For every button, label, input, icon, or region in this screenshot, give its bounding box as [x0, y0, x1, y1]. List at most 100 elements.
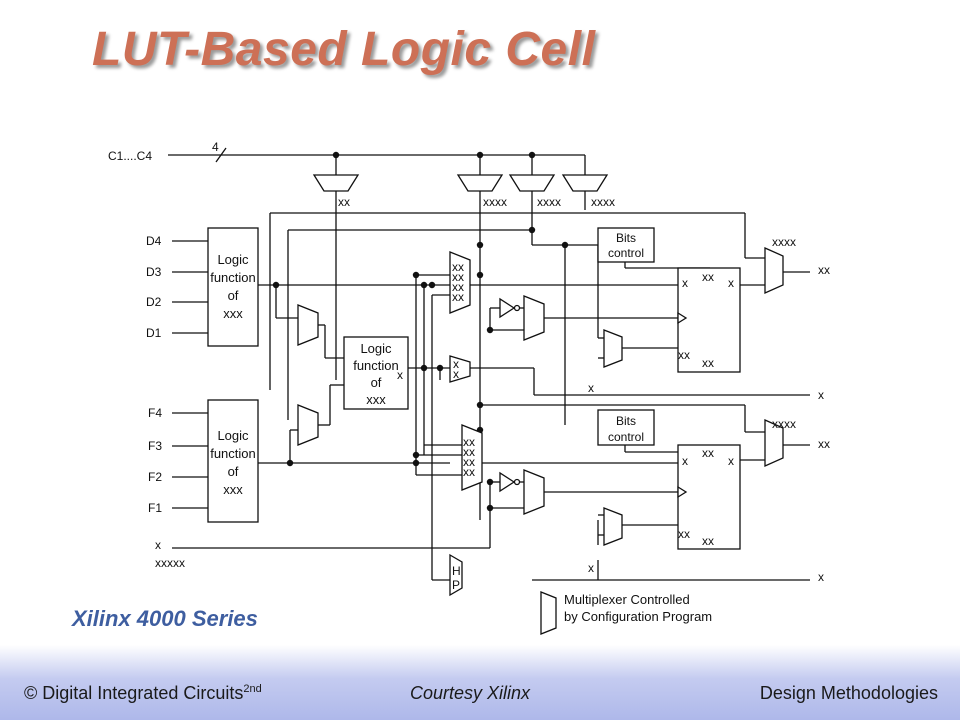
ff-top-bottom-left: xx: [678, 348, 690, 362]
clock-triangle-top: [677, 311, 688, 325]
lut-top-label-4: xxx: [223, 306, 243, 321]
lut-top-label-1: Logic: [217, 252, 249, 267]
flip-flop-bottom: [677, 444, 741, 550]
ff-top-right: x: [728, 276, 734, 290]
lut-mid-label-3: of: [371, 375, 382, 390]
lut-mid-label-1: Logic: [360, 341, 392, 356]
mux-stack-top-4: xx: [452, 290, 464, 304]
bits-control-bottom-2: control: [608, 430, 644, 444]
lut-bottom-label-1: Logic: [217, 428, 249, 443]
hp-label-h: H: [452, 564, 461, 578]
lut-mid-label-4: xxx: [366, 392, 386, 407]
mux-stack-bot-4: xx: [463, 465, 475, 479]
lut-mid-box: [343, 336, 409, 410]
input-d1: D1: [146, 326, 162, 340]
input-d3: D3: [146, 265, 162, 279]
lut-top-label-3: of: [228, 288, 239, 303]
footer-copyright: © Digital Integrated Circuits2nd: [24, 683, 262, 704]
mux-stack-mid-1: x: [453, 357, 459, 371]
mux-stack-top-3: xx: [452, 280, 464, 294]
mux-stack-top: [449, 251, 471, 314]
x-output-1: x: [818, 388, 824, 402]
lut-top-box: [207, 227, 259, 347]
lut-bottom-label-2: function: [210, 446, 256, 461]
mux-ff-top-in: [523, 295, 545, 341]
bits-control-bottom-1: Bits: [616, 414, 636, 428]
mux-ff-bottom-in: [523, 469, 545, 515]
col-mux-label-4: xxxx: [591, 195, 615, 209]
mux-stack-mid-2: x: [453, 367, 459, 381]
mux-x-label-1: x: [588, 381, 594, 395]
mux-lut-top: [297, 304, 319, 346]
ff-bot-bottom-left: xx: [678, 527, 690, 541]
lut-bottom-label-4: xxx: [223, 482, 243, 497]
multiplexers: [297, 174, 784, 635]
ff-bot-left: x: [682, 454, 688, 468]
col-mux-label-1: xx: [338, 195, 350, 209]
input-d4: D4: [146, 234, 162, 248]
bus-label: C1....C4: [108, 149, 152, 163]
input-f2: F2: [148, 470, 162, 484]
mux-stack-mid: [449, 355, 471, 383]
lut-mid-input-label: x: [397, 368, 403, 382]
output-bot-right: xx: [818, 437, 830, 451]
bus-width-label: 4: [212, 140, 219, 154]
footer-topic: Design Methodologies: [759, 683, 938, 703]
bits-control-top-1: Bits: [616, 231, 636, 245]
blocks: [207, 227, 741, 550]
flip-flop-top: [677, 267, 741, 373]
mux-stack-top-2: xx: [452, 270, 464, 284]
mux-ff-top-reset: [603, 329, 623, 368]
bits-control-top-2: control: [608, 246, 644, 260]
junction-dots: [272, 151, 569, 512]
inverters: [499, 297, 688, 499]
lut-mid-label-2: function: [353, 358, 399, 373]
clock-triangle-bottom: [677, 485, 688, 499]
bottom-in-1: x: [155, 538, 161, 552]
ff-top-top: xx: [702, 270, 714, 284]
lut-bottom-box: [207, 399, 259, 523]
column-mux-3: [508, 174, 556, 192]
input-f3: F3: [148, 439, 162, 453]
x-output-2: x: [818, 570, 824, 584]
inverter-top: [499, 297, 516, 319]
ff-bot-bottom-right: xx: [702, 534, 714, 548]
col-mux-label-2: xxxx: [483, 195, 507, 209]
slide-title: LUT-Based Logic Cell: [92, 23, 596, 76]
input-f1: F1: [148, 501, 162, 515]
bits-control-bottom-box: [597, 409, 655, 446]
column-mux-2: [456, 174, 504, 192]
footer-courtesy: Courtesy Xilinx: [410, 683, 531, 703]
legend-mux-symbol: [540, 591, 557, 635]
lut-bottom-label-3: of: [228, 464, 239, 479]
mux-out-top: [764, 246, 784, 295]
lut-top-label-2: function: [210, 270, 256, 285]
input-d2: D2: [146, 295, 162, 309]
inverter-bottom: [499, 471, 516, 493]
mux-stack-bottom: [461, 424, 483, 491]
column-mux-4: [561, 174, 609, 192]
bottom-in-2: xxxxx: [155, 556, 185, 570]
mux-ff-bottom-reset: [603, 507, 623, 546]
output-top-above: xxxx: [772, 235, 796, 249]
output-bot-above: xxxx: [772, 417, 796, 431]
mux-stack-bot-2: xx: [463, 445, 475, 459]
mux-lut-bottom: [297, 404, 319, 446]
mux-x-label-2: x: [588, 561, 594, 575]
column-mux-1: [312, 174, 360, 192]
col-mux-label-3: xxxx: [537, 195, 561, 209]
mux-stack-bot-1: xx: [463, 435, 475, 449]
legend-line-1: Multiplexer Controlled: [564, 592, 690, 607]
mux-stack-top-1: xx: [452, 260, 464, 274]
footer-edition: 2nd: [243, 683, 262, 695]
ff-top-left: x: [682, 276, 688, 290]
bits-control-top-box: [597, 227, 655, 263]
hp-label-p: P: [452, 578, 460, 592]
output-top-right: xx: [818, 263, 830, 277]
input-f4: F4: [148, 406, 162, 420]
ff-bot-right: x: [728, 454, 734, 468]
series-label: Xilinx 4000 Series: [72, 606, 258, 631]
footer-band: © Digital Integrated Circuits2nd Courtes…: [0, 645, 960, 720]
ff-bot-top: xx: [702, 446, 714, 460]
